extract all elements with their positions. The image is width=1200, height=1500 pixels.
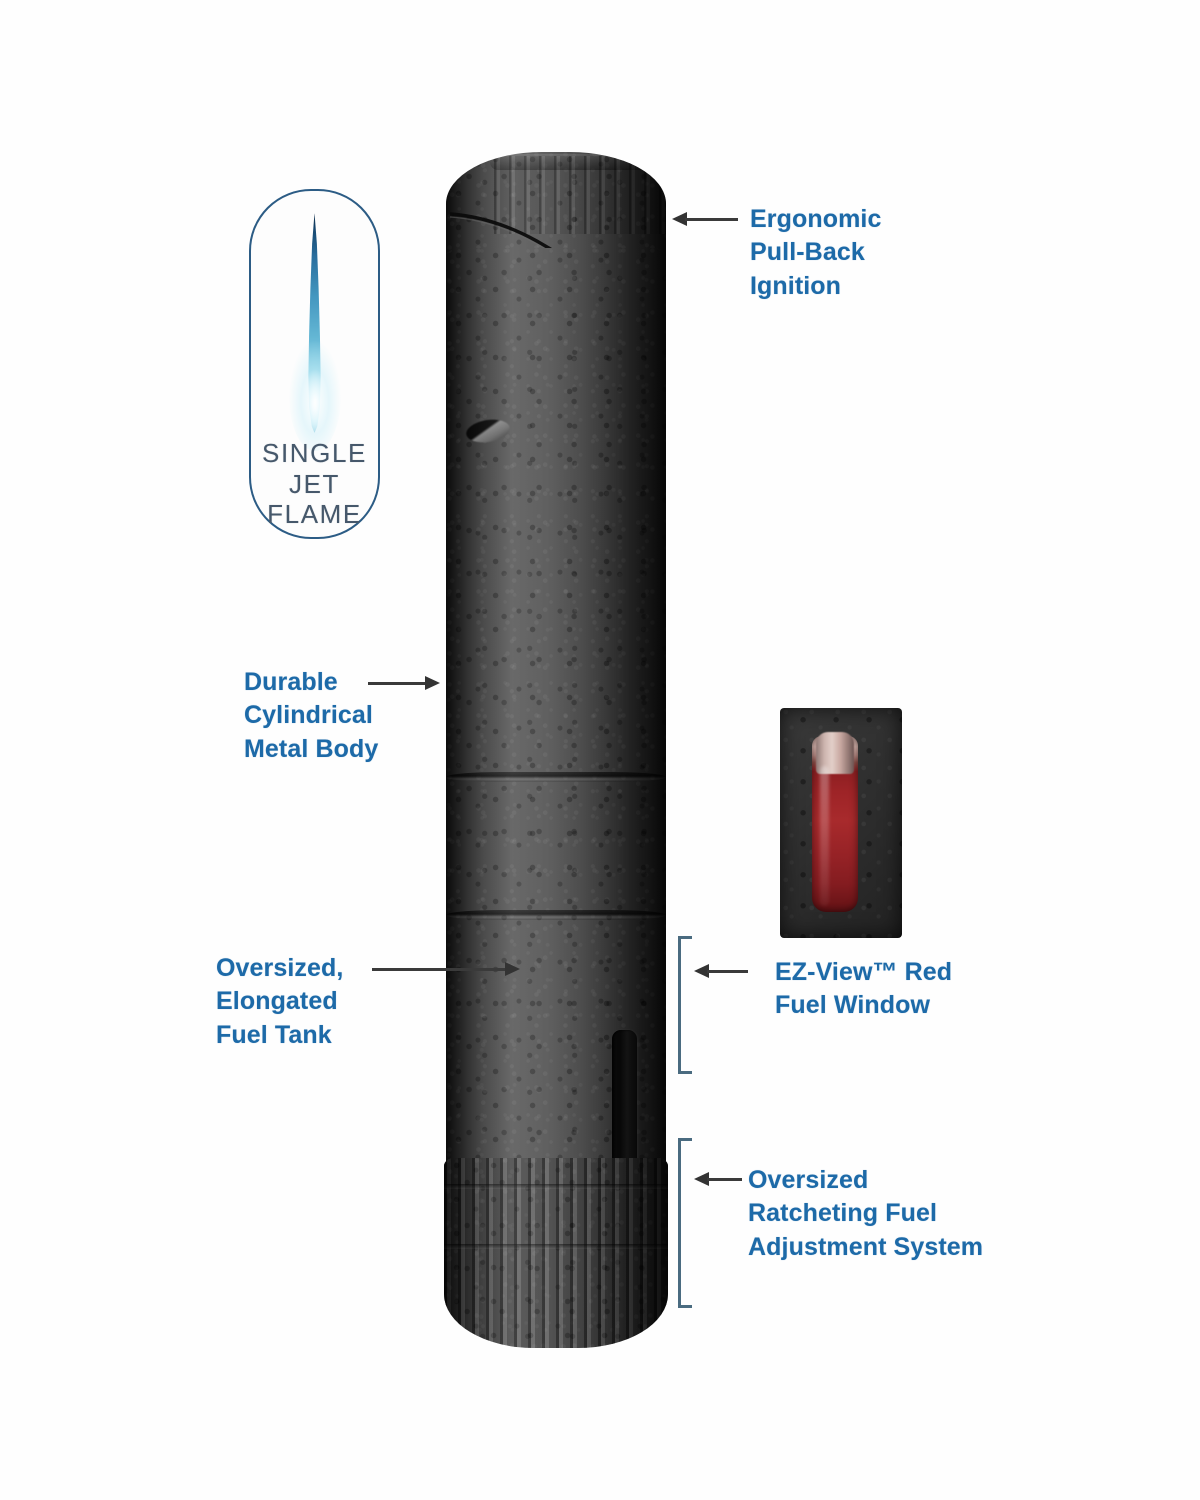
fuel-window-closeup (780, 708, 902, 938)
callout-oversized-elongated-fuel-tank: Oversized, Elongated Fuel Tank (216, 954, 344, 1049)
fuel-window-cap (816, 732, 854, 774)
knurl-band-top (444, 1184, 668, 1189)
callout-durable-cylindrical-metal-body: Durable Cylindrical Metal Body (244, 668, 379, 763)
arrow-ez-view-red-fuel-window (694, 964, 748, 978)
body-seam-upper (446, 772, 666, 782)
knurl-band-mid (444, 1244, 668, 1249)
arrow-ergonomic-pull-back-ignition (672, 212, 738, 226)
callout-oversized-ratcheting-fuel-adjustment-system: Oversized Ratcheting Fuel Adjustment Sys… (748, 1166, 984, 1261)
callout-ergonomic-pull-back-ignition: Ergonomic Pull-Back Ignition (750, 205, 882, 300)
arrow-oversized-ratcheting-fuel-adjustment-system (694, 1172, 742, 1186)
ratcheting-fuel-adjustment-wheel (444, 1158, 668, 1348)
arrow-durable-cylindrical-metal-body (368, 676, 440, 690)
single-jet-flame-label: SINGLE JET FLAME (262, 438, 367, 530)
bracket-oversized-ratcheting-fuel-adjustment-system (678, 1138, 692, 1308)
callout-ez-view-red-fuel-window: EZ-View™ Red Fuel Window (775, 958, 953, 1020)
single-jet-flame-badge: SINGLE JET FLAME (249, 189, 380, 539)
body-seam-lower (446, 910, 666, 920)
flame-icon (308, 213, 321, 433)
bracket-ez-view-red-fuel-window (678, 936, 692, 1074)
arrow-oversized-elongated-fuel-tank (372, 962, 520, 976)
cylindrical-metal-body (446, 248, 666, 1310)
side-vent-slot (464, 416, 512, 446)
torch-lighter-image (438, 152, 674, 1348)
fuel-window-highlight (820, 766, 829, 906)
